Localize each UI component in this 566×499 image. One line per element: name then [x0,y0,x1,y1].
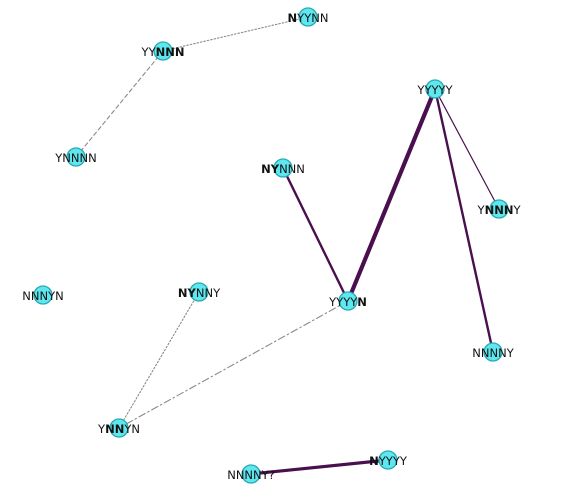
node-n1[interactable]: NYYNN [288,7,329,27]
node-circle[interactable] [273,158,293,178]
node-label: NYYYY [369,454,408,468]
node-circle[interactable] [33,285,53,305]
node-label: YYNNN [141,45,185,59]
node-circle[interactable] [153,41,173,61]
node-circle[interactable] [298,7,318,27]
node-circle[interactable] [241,464,261,484]
node-n5[interactable]: NYNNN [261,158,305,178]
edge-n3-n10 [433,87,495,354]
node-n4[interactable]: YNNNN [54,147,97,167]
node-n3[interactable]: YYYYY [416,79,454,99]
nodes-layer: NYYNN YYNNN YYYYY YNNNN NYNNN YNNNY NNNYN NYNNY… [22,7,522,484]
node-circle[interactable] [483,342,503,362]
node-circle[interactable] [425,79,445,99]
node-circle[interactable] [189,282,209,302]
node-circle[interactable] [66,147,86,167]
node-circle[interactable] [489,199,509,219]
node-n6[interactable]: YNNNY [477,199,522,219]
node-label: YNNNN [54,151,96,165]
edges-layer [75,16,500,476]
node-label: YNNNY [477,203,522,217]
edge-n5-n9 [281,166,350,303]
node-label: NNNYN [22,289,63,303]
edge-n9-n11 [118,300,349,429]
edge-n2-n1 [162,16,309,52]
node-circle[interactable] [109,418,129,438]
node-label: NYNNY [178,286,221,300]
node-label: YYYYY [416,83,453,97]
node-n11[interactable]: YNNYN [97,418,140,438]
node-circle[interactable] [378,450,398,470]
node-n2[interactable]: YYNNN [141,41,185,61]
node-label: NYNNN [261,162,305,176]
node-label: YNNYN [97,422,140,436]
edge-n3-n6 [434,88,500,210]
node-n9[interactable]: YYYYN [328,291,367,311]
node-n10[interactable]: NNNNY [472,342,515,362]
node-n13[interactable]: NNNNY? [227,464,275,484]
edge-n13-n12 [249,458,390,476]
node-label: YYYYN [328,295,367,309]
node-n8[interactable]: NYNNY [178,282,221,302]
node-circle[interactable] [338,291,358,311]
node-label: NNNNY? [227,468,275,482]
node-label: NNNNY [472,346,514,360]
node-n7[interactable]: NNNYN [22,285,64,305]
node-label: NYYNN [288,11,329,25]
edge-n2-n4 [75,50,164,158]
edge-n3-n9 [345,86,438,304]
edge-n8-n11 [118,291,200,429]
node-n12[interactable]: NYYYY [369,450,408,470]
